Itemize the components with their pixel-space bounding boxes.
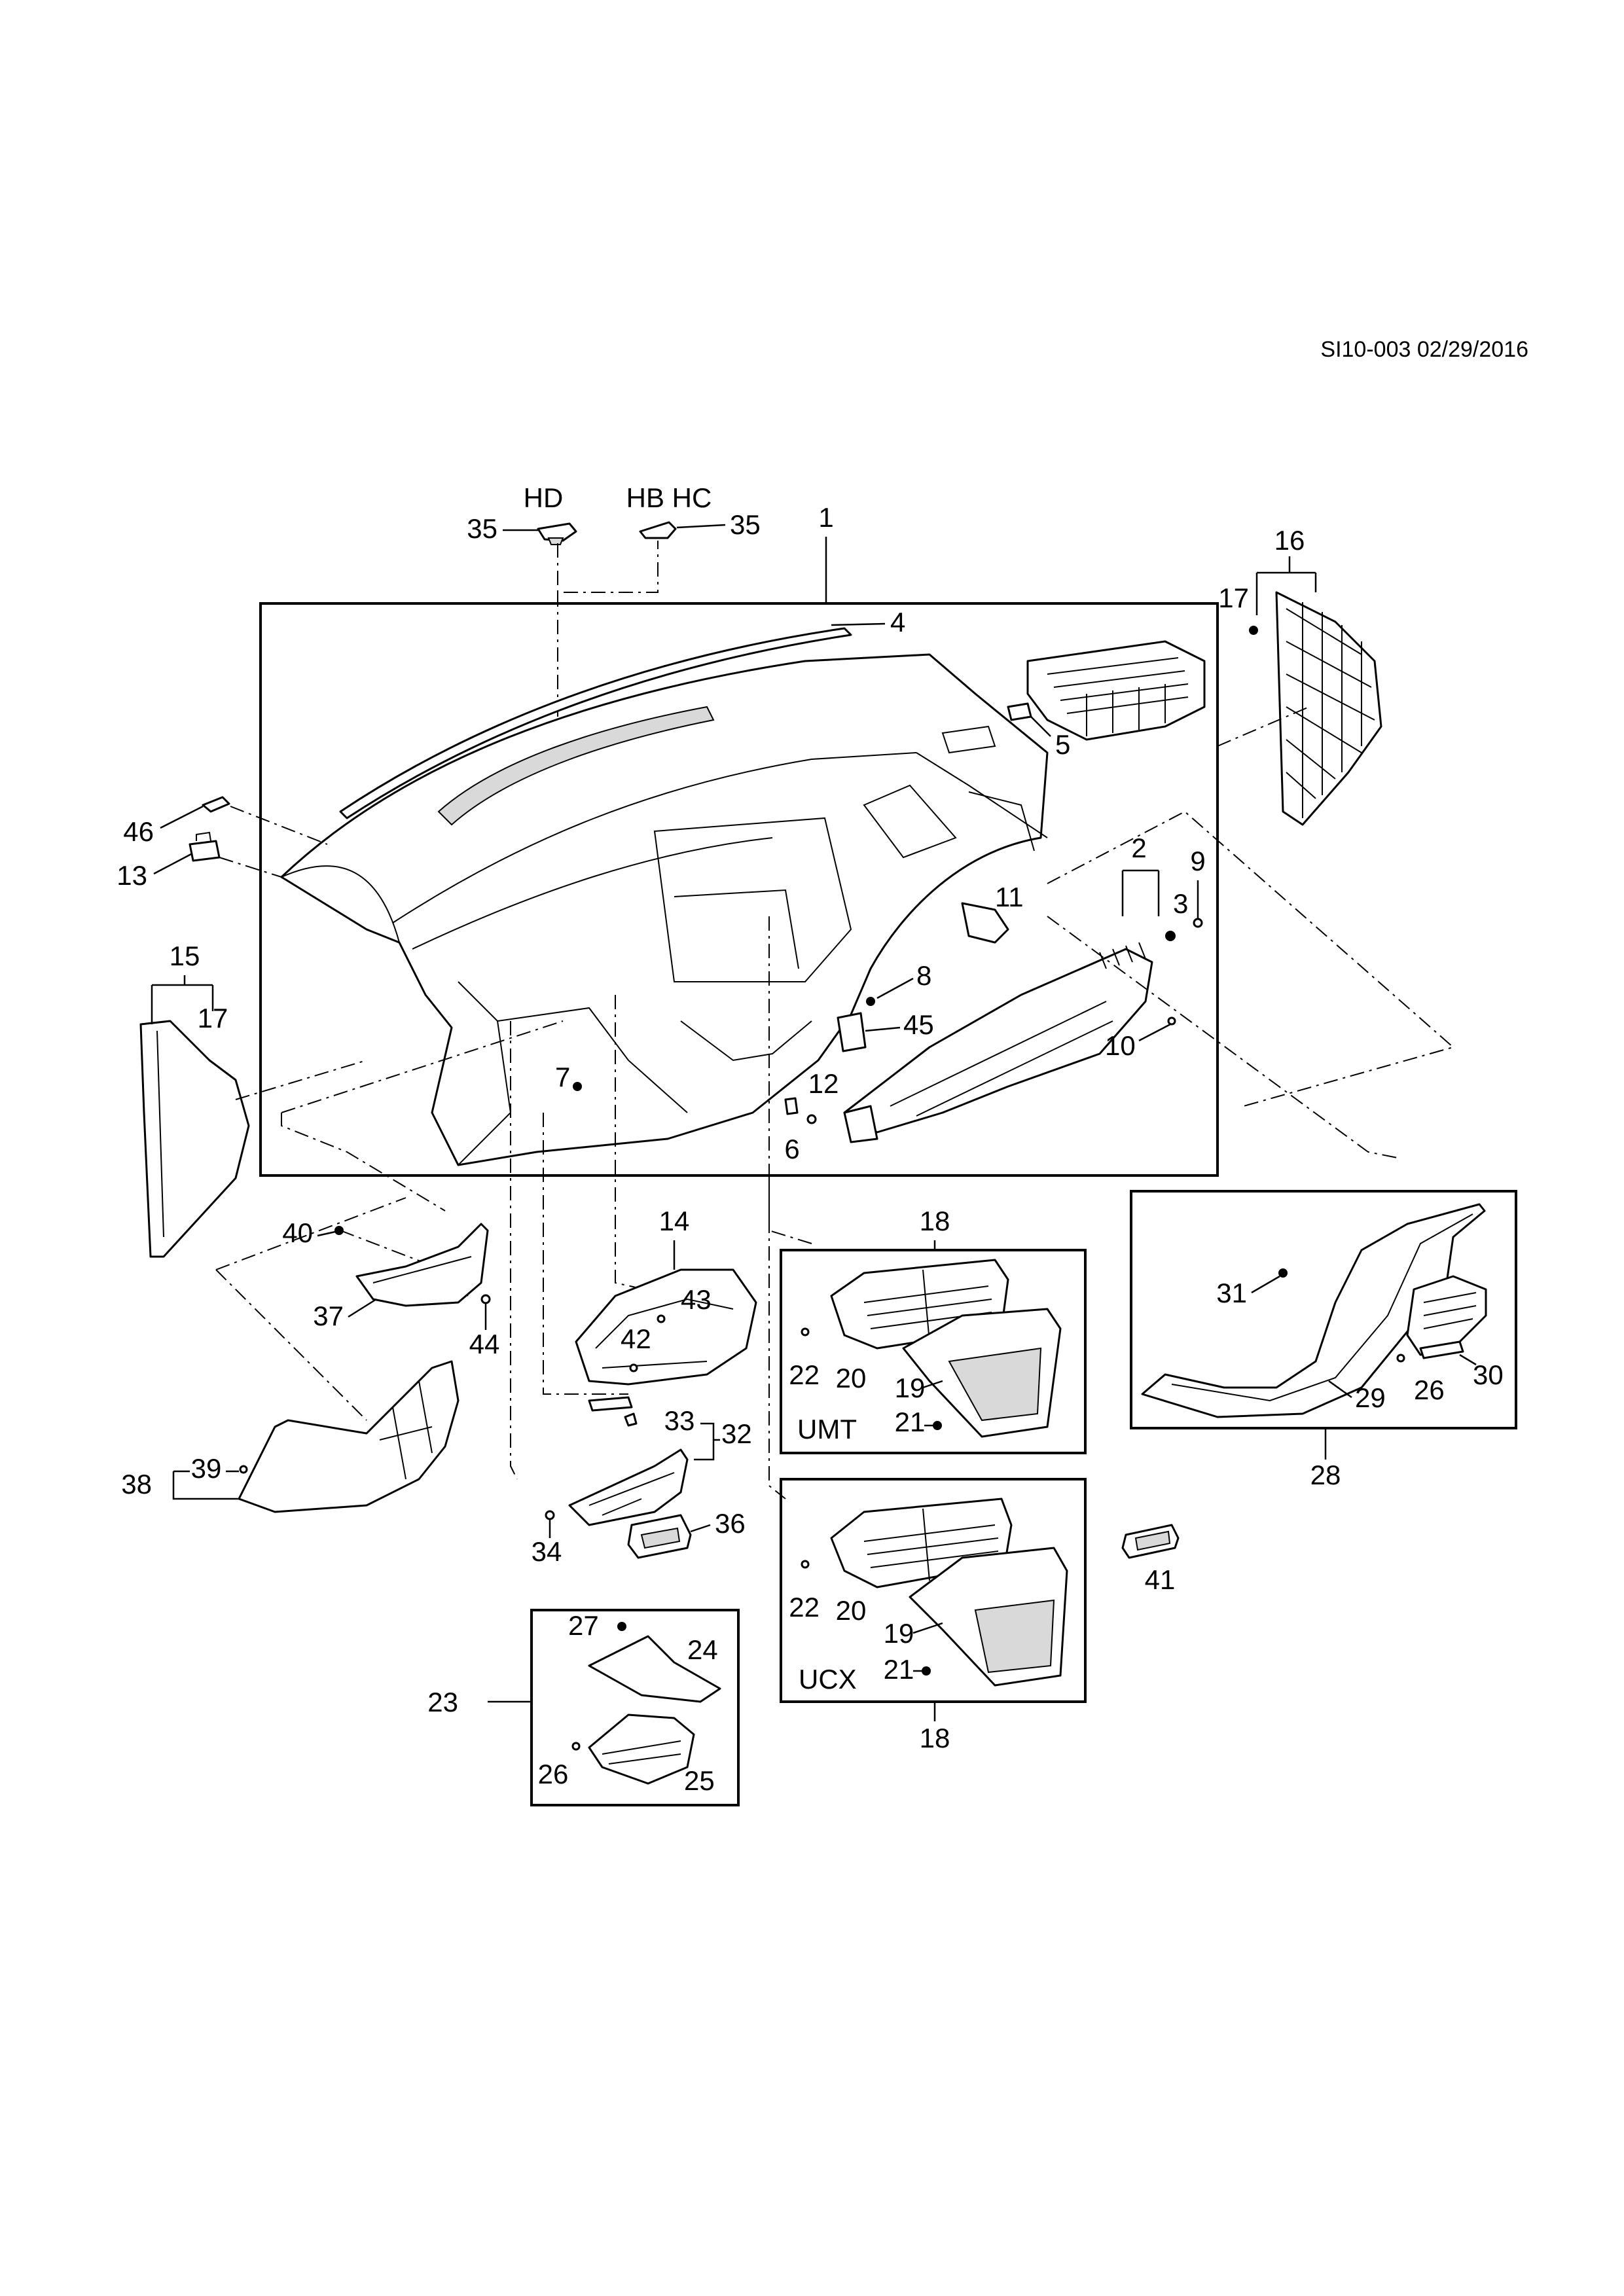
callout-10: 10: [1105, 1030, 1136, 1061]
callout-14: 14: [659, 1206, 690, 1236]
callout-12: 12: [808, 1068, 839, 1099]
callout-19-umt: 19: [895, 1372, 926, 1403]
variant-code-ucx: UCX: [799, 1664, 857, 1695]
vent-kit-umt-box: [780, 1249, 1087, 1454]
callout-21-ucx: 21: [884, 1654, 914, 1685]
callout-15: 15: [170, 941, 200, 971]
callout-22-umt: 22: [789, 1359, 820, 1390]
right-trim-kit-box: [1130, 1190, 1517, 1429]
callout-18-ucx: 18: [920, 1723, 950, 1753]
callout-46: 46: [123, 816, 154, 847]
callout-43: 43: [681, 1284, 712, 1315]
callout-36: 36: [715, 1508, 746, 1539]
callout-26-left: 26: [538, 1759, 569, 1789]
callout-13: 13: [117, 860, 147, 891]
callout-38: 38: [121, 1469, 152, 1499]
callout-5: 5: [1055, 729, 1070, 760]
callout-16: 16: [1274, 525, 1305, 556]
callout-19-ucx: 19: [884, 1618, 914, 1649]
steering-column-trim: [568, 1448, 689, 1526]
callout-45: 45: [903, 1009, 934, 1040]
callout-33: 33: [664, 1405, 695, 1436]
bracket-13: [189, 831, 221, 862]
callout-2: 2: [1131, 833, 1146, 863]
trim-plate-24: [588, 1635, 721, 1703]
callout-31: 31: [1216, 1278, 1247, 1308]
trim-panel-29: [1141, 1203, 1486, 1418]
callout-34: 34: [532, 1536, 562, 1567]
variant-code-umt: UMT: [797, 1414, 857, 1444]
cross-car-beam-cover: [843, 942, 1153, 1143]
kit-23-box: [530, 1609, 740, 1806]
vent-30: [1406, 1275, 1487, 1359]
callout-25: 25: [684, 1765, 715, 1796]
callout-20-ucx: 20: [836, 1595, 867, 1626]
callout-23: 23: [427, 1687, 458, 1717]
bezel-umt: [902, 1308, 1062, 1438]
callout-8: 8: [916, 960, 931, 991]
callout-27: 27: [568, 1610, 599, 1641]
speaker-grille-hb-hc: [639, 521, 677, 539]
callout-1: 1: [818, 502, 833, 533]
clip-46: [202, 796, 230, 813]
variant-code-hb-hc: HB HC: [626, 482, 712, 513]
end-cap-left: [139, 1020, 250, 1258]
switch-41: [1121, 1524, 1180, 1559]
knee-bolster-upper: [355, 1223, 489, 1307]
callout-21-umt: 21: [895, 1407, 926, 1437]
callout-35-hd: 35: [467, 513, 497, 544]
side-speaker-grille: [1275, 591, 1382, 826]
bracket-25: [588, 1713, 695, 1785]
instrument-cluster: [575, 1268, 757, 1412]
instrument-panel: [280, 627, 1049, 1166]
callout-37: 37: [313, 1300, 344, 1331]
callout-18-umt: 18: [920, 1206, 950, 1236]
callout-26-right: 26: [1414, 1374, 1445, 1405]
callout-35-hb-hc: 35: [730, 509, 761, 540]
callout-22-ucx: 22: [789, 1592, 820, 1623]
callout-30: 30: [1473, 1359, 1504, 1390]
reference-code: SI10-003 02/29/2016: [1320, 337, 1528, 362]
callout-20-umt: 20: [836, 1363, 867, 1393]
passenger-airbag-module: [1007, 640, 1206, 741]
callout-3: 3: [1173, 888, 1188, 919]
callout-9: 9: [1190, 846, 1205, 876]
vent-kit-ucx-box: [780, 1478, 1087, 1703]
callout-7: 7: [555, 1062, 570, 1092]
callout-17-right: 17: [1218, 583, 1249, 613]
callout-24: 24: [687, 1634, 718, 1665]
callout-11: 11: [995, 882, 1024, 912]
callout-17-left: 17: [198, 1003, 228, 1033]
switch-panel-36: [627, 1514, 692, 1559]
callout-29: 29: [1355, 1382, 1386, 1413]
instrument-panel-assembly-box: [259, 602, 1219, 1177]
callout-41: 41: [1145, 1564, 1176, 1595]
callout-42: 42: [621, 1323, 651, 1354]
callout-28: 28: [1310, 1460, 1341, 1490]
callout-32: 32: [721, 1418, 752, 1449]
callout-4: 4: [890, 607, 905, 637]
speaker-grille-hd: [537, 522, 577, 545]
bezel-ucx: [909, 1547, 1068, 1687]
knee-bolster-lower: [238, 1360, 460, 1513]
callout-6: 6: [784, 1134, 799, 1164]
switch-45: [837, 1012, 867, 1052]
bracket-11: [961, 902, 1009, 944]
callout-44: 44: [469, 1329, 500, 1359]
variant-code-hd: HD: [524, 482, 564, 513]
callout-39: 39: [191, 1453, 222, 1484]
